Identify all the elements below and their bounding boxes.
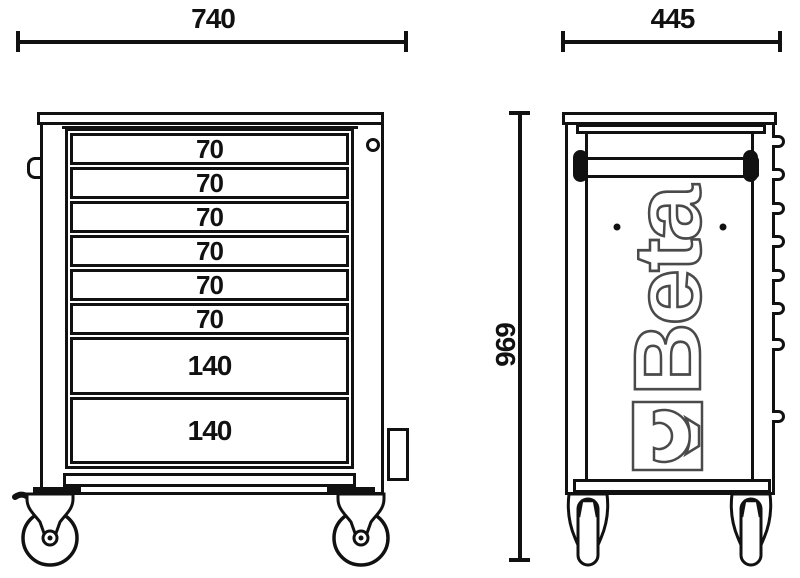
dimension-tick — [404, 31, 408, 52]
side-bin — [387, 428, 409, 481]
side-handle — [583, 157, 759, 178]
drawer-pull-icon — [772, 410, 785, 423]
drawer-pull-icon — [772, 269, 785, 282]
cabinet-top-cap — [37, 112, 384, 125]
side-latch — [27, 157, 40, 179]
drawer-pull-icon — [772, 338, 785, 351]
caster-mount-plate — [327, 487, 375, 495]
height-dimension-line — [518, 113, 522, 562]
front-width-dimension-line — [18, 40, 408, 44]
side-bottom-rail — [573, 479, 771, 493]
bottom-rail — [63, 473, 356, 487]
caster-side-icon — [729, 493, 773, 567]
drawer-front: 70 — [70, 167, 349, 199]
drawer-stack: 70 70 70 70 70 70 140 140 — [65, 128, 354, 469]
lock-icon — [366, 138, 380, 152]
drawer-pull-icon — [772, 168, 785, 181]
drawer-front: 70 — [70, 235, 349, 267]
dimension-tick — [778, 31, 782, 52]
drawer-front: 70 — [70, 133, 349, 165]
dimension-tick — [509, 111, 530, 115]
drawer-pull-icon — [772, 302, 785, 315]
brand-wordmark: Beta — [615, 184, 721, 396]
drawer-pull-icon — [772, 235, 785, 248]
drawer-front: 70 — [70, 201, 349, 233]
front-width-dimension-label: 740 — [191, 3, 236, 34]
drawer-pull-icon — [772, 202, 785, 215]
drawer-front: 140 — [70, 397, 349, 464]
dimension-tick — [561, 31, 565, 52]
drawer-pull-icon — [772, 135, 785, 148]
beta-logo: Beta — [613, 182, 727, 472]
side-depth-dimension-label: 445 — [650, 3, 696, 34]
height-dimension-label: 969 — [490, 323, 521, 367]
dimension-tick — [16, 31, 20, 52]
handle-end-cap — [743, 150, 758, 182]
top-rail — [62, 126, 358, 129]
top-plate — [576, 124, 766, 134]
panel-rivet-dot — [719, 223, 727, 231]
drawer-front: 140 — [70, 337, 349, 395]
swivel-caster-brake-icon — [12, 491, 79, 567]
side-panel-edge — [751, 134, 754, 480]
panel-rivet-dot — [613, 223, 621, 231]
swivel-caster-icon — [332, 492, 390, 567]
side-panel-edge — [585, 134, 588, 480]
side-depth-dimension-line — [563, 40, 782, 44]
caster-mount-plate — [33, 487, 81, 495]
dimension-tick — [509, 558, 530, 562]
handle-end-cap — [573, 150, 588, 182]
caster-side-icon — [566, 493, 610, 567]
drawer-front: 70 — [70, 269, 349, 301]
open-end-wrench-icon — [631, 400, 704, 472]
drawer-front: 70 — [70, 303, 349, 335]
cabinet-side-top-cap — [562, 112, 777, 125]
